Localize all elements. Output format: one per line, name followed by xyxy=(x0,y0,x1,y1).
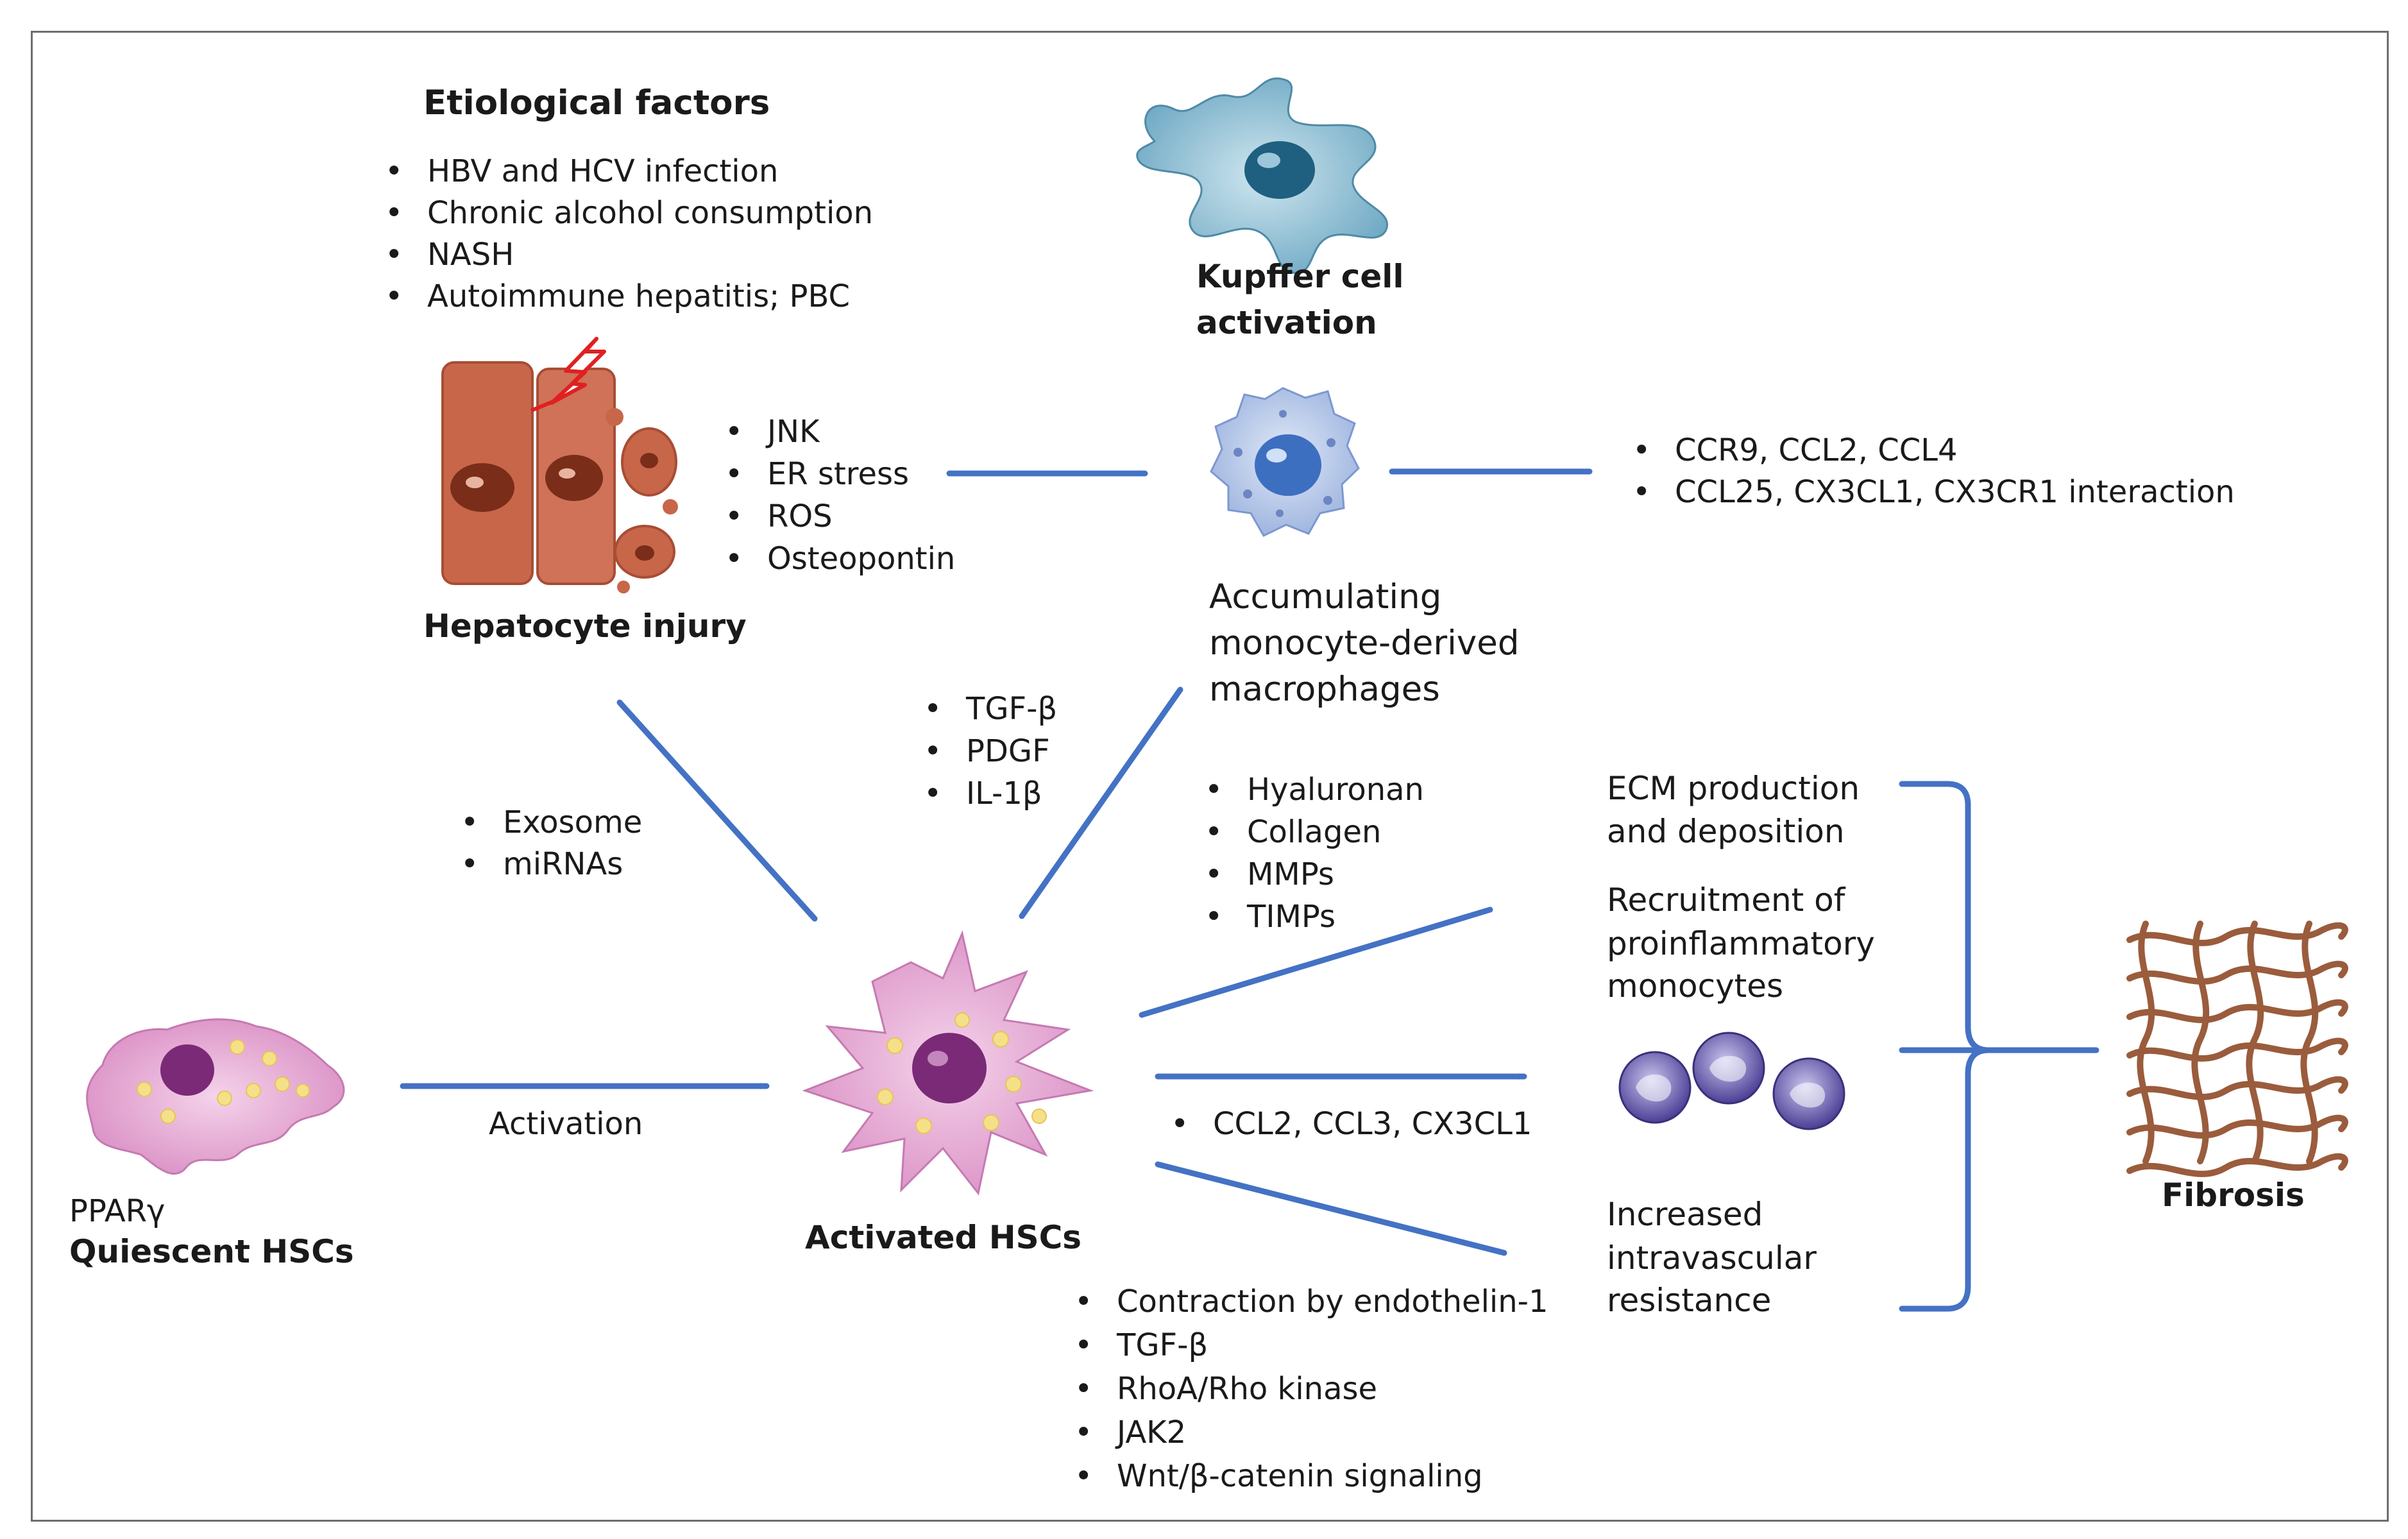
list-item: CCR9, CCL2, CCL4 xyxy=(1632,430,2235,472)
list-item: PDGF xyxy=(924,730,1057,772)
contraction-mediators-list: Contraction by endothelin-1 TGF-β RhoA/R… xyxy=(1074,1280,1548,1498)
recruitment-outcome-line3: monocytes xyxy=(1607,967,1784,1005)
activated-hsc-image xyxy=(802,930,1094,1196)
list-item: CCL25, CX3CL1, CX3CR1 interaction xyxy=(1632,472,2235,513)
list-item: TGF-β xyxy=(924,688,1057,730)
kupffer-cell-image xyxy=(1136,77,1388,274)
quiescent-hsc-label: Quiescent HSCs xyxy=(69,1233,354,1270)
hepatocyte-injury-label: Hepatocyte injury xyxy=(423,608,747,645)
etiological-factors-title: Etiological factors xyxy=(423,83,770,123)
ecm-outcome-line2: and deposition xyxy=(1607,813,1845,850)
diagram-frame xyxy=(31,31,2389,1522)
activated-hsc-label: Activated HSCs xyxy=(805,1219,1082,1256)
kupffer-label-line2: activation xyxy=(1196,304,1377,341)
list-item: miRNAs xyxy=(461,844,642,885)
arrows xyxy=(400,468,2099,1312)
list-item: Osteopontin xyxy=(725,538,955,580)
resistance-outcome-line3: resistance xyxy=(1607,1282,1772,1319)
list-item: TIMPs xyxy=(1205,896,1424,938)
quiescent-hsc-image xyxy=(86,1018,345,1175)
list-item: Exosome xyxy=(461,802,642,844)
hepatocyte-to-hsc-arrow xyxy=(616,699,818,922)
outcome-brace xyxy=(1899,781,1989,1312)
list-item: IL-1β xyxy=(924,772,1057,815)
activation-label: Activation xyxy=(489,1106,643,1142)
list-item: JNK xyxy=(725,411,955,453)
fibrosis-label: Fibrosis xyxy=(2162,1177,2305,1214)
list-item: NASH xyxy=(385,234,873,276)
hsc-to-resistance-arrow xyxy=(1155,1161,1507,1256)
exosome-list: Exosome miRNAs xyxy=(461,802,642,885)
macrophage-label-line1: Accumulating xyxy=(1209,577,1442,616)
kupffer-label-line1: Kupffer cell xyxy=(1196,258,1404,295)
list-item: RhoA/Rho kinase xyxy=(1074,1367,1548,1411)
list-item: Hyaluronan xyxy=(1205,769,1424,811)
macrophage-chemokines-list: CCR9, CCL2, CCL4 CCL25, CX3CL1, CX3CR1 i… xyxy=(1632,430,2235,513)
resistance-outcome-line1: Increased xyxy=(1607,1196,1763,1233)
list-item: JAK2 xyxy=(1074,1411,1548,1454)
recruitment-mediators-list: CCL2, CCL3, CX3CL1 xyxy=(1171,1103,1532,1145)
ppar-gamma-label: PPARγ xyxy=(69,1193,165,1229)
list-item: ER stress xyxy=(725,453,955,495)
resistance-outcome-line2: intravascular xyxy=(1607,1239,1817,1277)
list-item: MMPs xyxy=(1205,853,1424,896)
cytokines-list: TGF-β PDGF IL-1β xyxy=(924,688,1057,815)
list-item: Wnt/β-catenin signaling xyxy=(1074,1454,1548,1498)
hsc-to-ecm-arrow xyxy=(1139,906,1493,1018)
recruitment-outcome-line2: proinflammatory xyxy=(1607,925,1875,962)
ecm-outcome-line1: ECM production xyxy=(1607,770,1860,807)
etiological-factors-list: HBV and HCV infection Chronic alcohol co… xyxy=(385,151,873,318)
macrophage-label-line3: macrophages xyxy=(1209,670,1440,709)
macrophage-to-hsc-arrow xyxy=(1019,686,1183,919)
lightning-bolt-icon xyxy=(550,337,606,405)
list-item: ROS xyxy=(725,495,955,538)
monocytes-image xyxy=(1618,1032,1845,1130)
list-item: Contraction by endothelin-1 xyxy=(1074,1280,1548,1323)
recruitment-outcome-line1: Recruitment of xyxy=(1607,881,1845,919)
list-item: Collagen xyxy=(1205,811,1424,853)
fibrosis-image xyxy=(2126,921,2348,1177)
lightning-bolt-pointer xyxy=(530,400,554,412)
ecm-mediators-list: Hyaluronan Collagen MMPs TIMPs xyxy=(1205,769,1424,938)
list-item: TGF-β xyxy=(1074,1323,1548,1367)
macrophage-image xyxy=(1210,387,1360,537)
hepatocyte-signals-list: JNK ER stress ROS Osteopontin xyxy=(725,411,955,580)
list-item: CCL2, CCL3, CX3CL1 xyxy=(1171,1103,1532,1145)
list-item: Autoimmune hepatitis; PBC xyxy=(385,276,873,318)
list-item: HBV and HCV infection xyxy=(385,151,873,192)
list-item: Chronic alcohol consumption xyxy=(385,192,873,234)
macrophage-label-line2: monocyte-derived xyxy=(1209,624,1520,663)
